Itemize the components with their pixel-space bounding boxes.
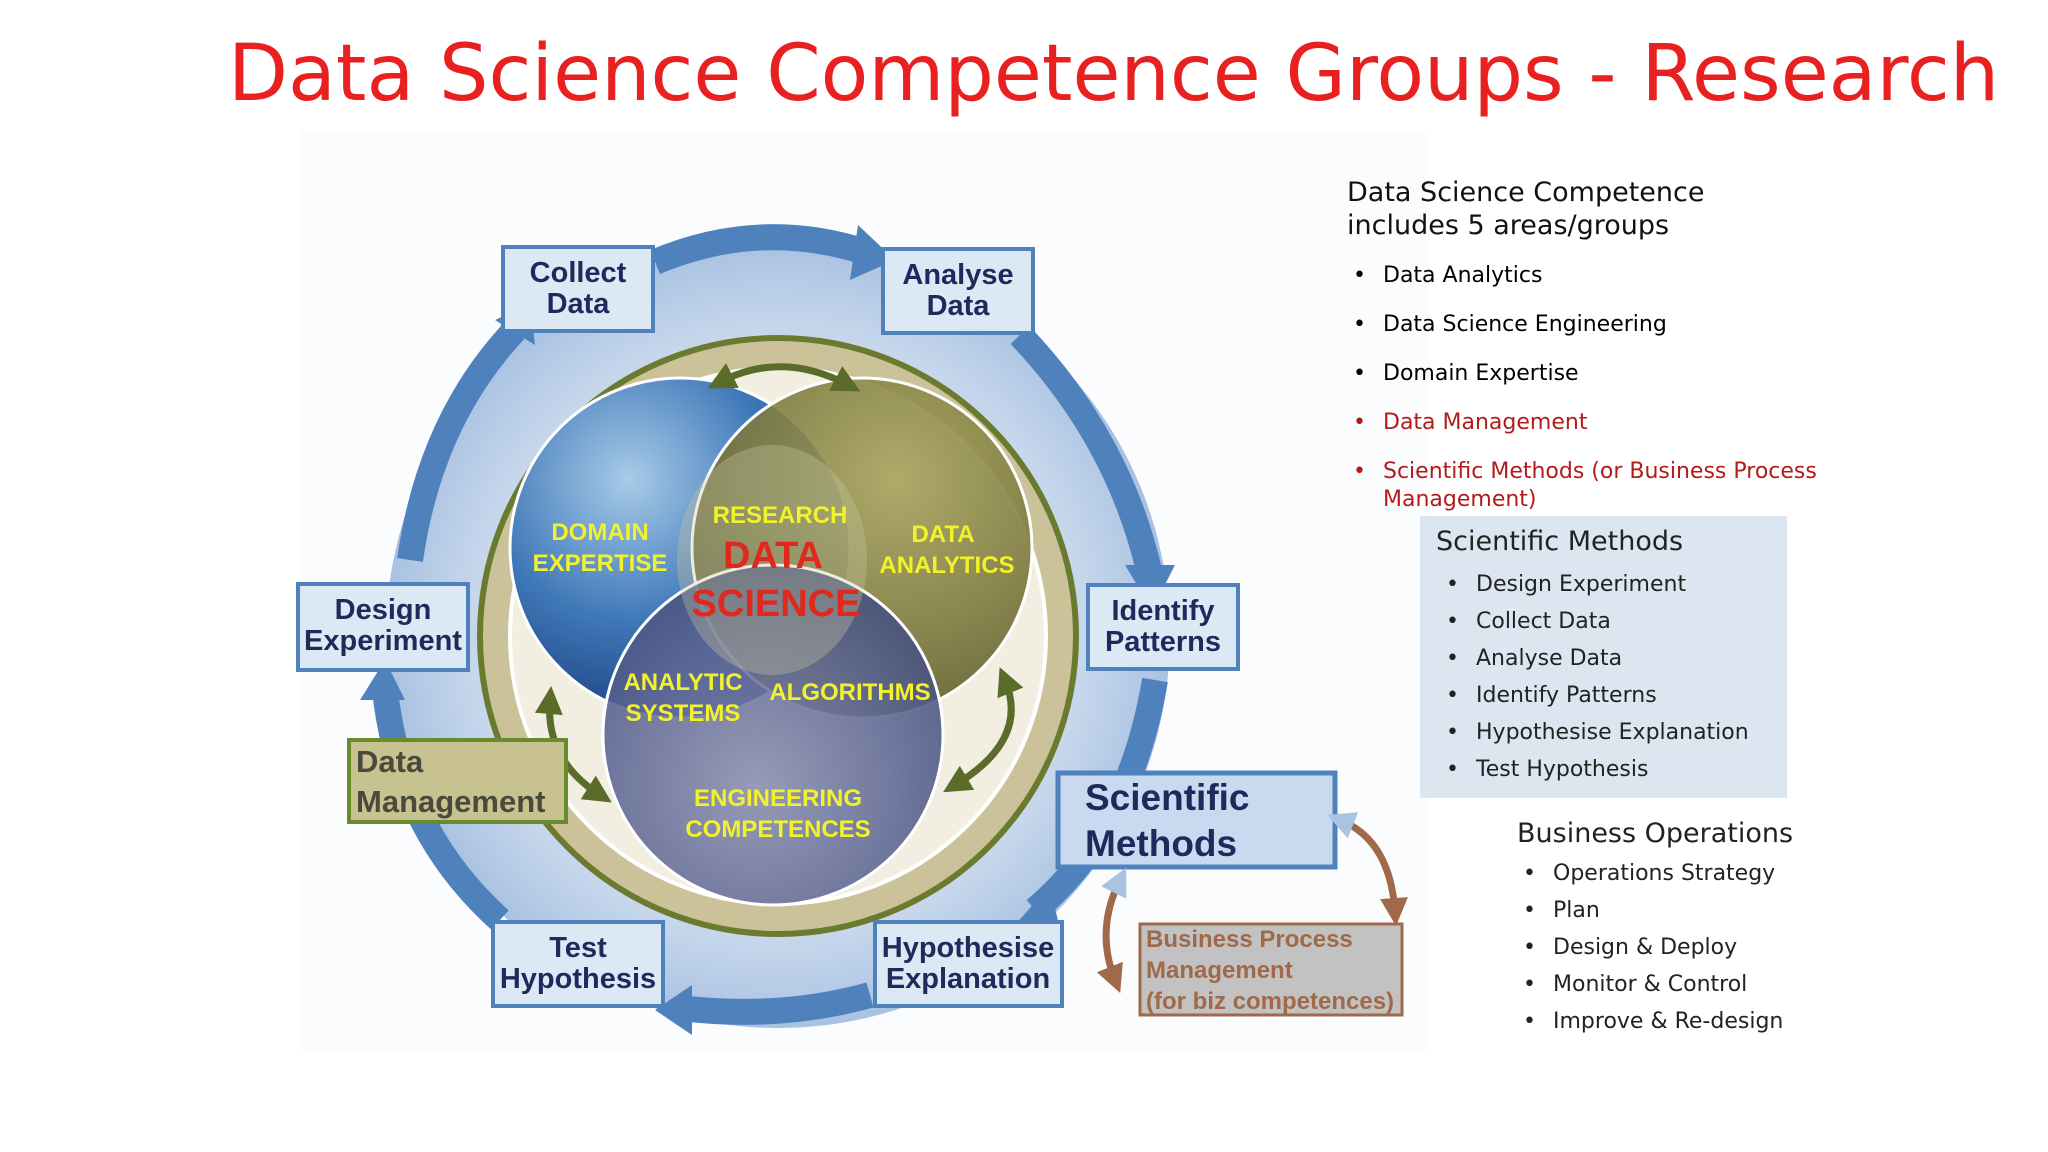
arrow-collect-to-analyse bbox=[649, 224, 870, 275]
intro-text: Data Science Competence includes 5 areas… bbox=[1347, 177, 1705, 241]
competence-groups-list: Data Analytics Data Science Engineering … bbox=[1347, 262, 1817, 512]
label-research: RESEARCH bbox=[713, 502, 848, 529]
scientific-methods-panel: Scientific Methods Design Experiment Col… bbox=[1420, 516, 1787, 798]
business-operations-list: Operations Strategy Plan Design & Deploy… bbox=[1517, 855, 1817, 1040]
list-item: Scientific Methods (or Business Process … bbox=[1347, 458, 1817, 512]
arrow-sci-to-biz bbox=[1327, 812, 1408, 926]
list-item: Collect Data bbox=[1440, 603, 1780, 640]
arrow-analyse-to-identify bbox=[1010, 326, 1163, 578]
list-item: Domain Expertise bbox=[1347, 360, 1817, 409]
list-item: Analyse Data bbox=[1440, 640, 1780, 677]
list-item: Data Analytics bbox=[1347, 262, 1817, 311]
list-item: Plan bbox=[1517, 892, 1817, 929]
list-item: Operations Strategy bbox=[1517, 855, 1817, 892]
arrowhead-4 bbox=[655, 985, 692, 1035]
arrow-design-to-collect bbox=[397, 321, 525, 562]
green-arrow-top bbox=[707, 363, 861, 392]
page-title: Data Science Competence Groups - Researc… bbox=[228, 29, 2000, 119]
arrowhead-5 bbox=[360, 660, 405, 700]
list-item: Improve & Re-design bbox=[1517, 1003, 1817, 1040]
list-item: Hypothesise Explanation bbox=[1440, 714, 1780, 751]
arrowhead-1 bbox=[850, 225, 895, 280]
list-item: Data Science Engineering bbox=[1347, 311, 1817, 360]
scientific-methods-title: Scientific Methods bbox=[1436, 526, 1684, 557]
list-item: Design Experiment bbox=[1440, 566, 1780, 603]
business-operations-title: Business Operations bbox=[1517, 818, 1794, 849]
arrowhead-3 bbox=[1015, 885, 1060, 930]
arrow-biz-to-sci bbox=[1096, 867, 1127, 994]
arrow-hypothesise-to-test bbox=[678, 982, 874, 1025]
list-item: Data Management bbox=[1347, 409, 1817, 458]
scientific-methods-list: Design Experiment Collect Data Analyse D… bbox=[1440, 566, 1780, 788]
list-item: Test Hypothesis bbox=[1440, 751, 1780, 788]
list-item: Identify Patterns bbox=[1440, 677, 1780, 714]
list-item: Design & Deploy bbox=[1517, 929, 1817, 966]
green-arrow-right bbox=[942, 667, 1024, 793]
label-algorithms: ALGORITHMS bbox=[769, 679, 930, 706]
venn-center-highlight bbox=[677, 445, 867, 675]
list-item: Monitor & Control bbox=[1517, 966, 1817, 1003]
